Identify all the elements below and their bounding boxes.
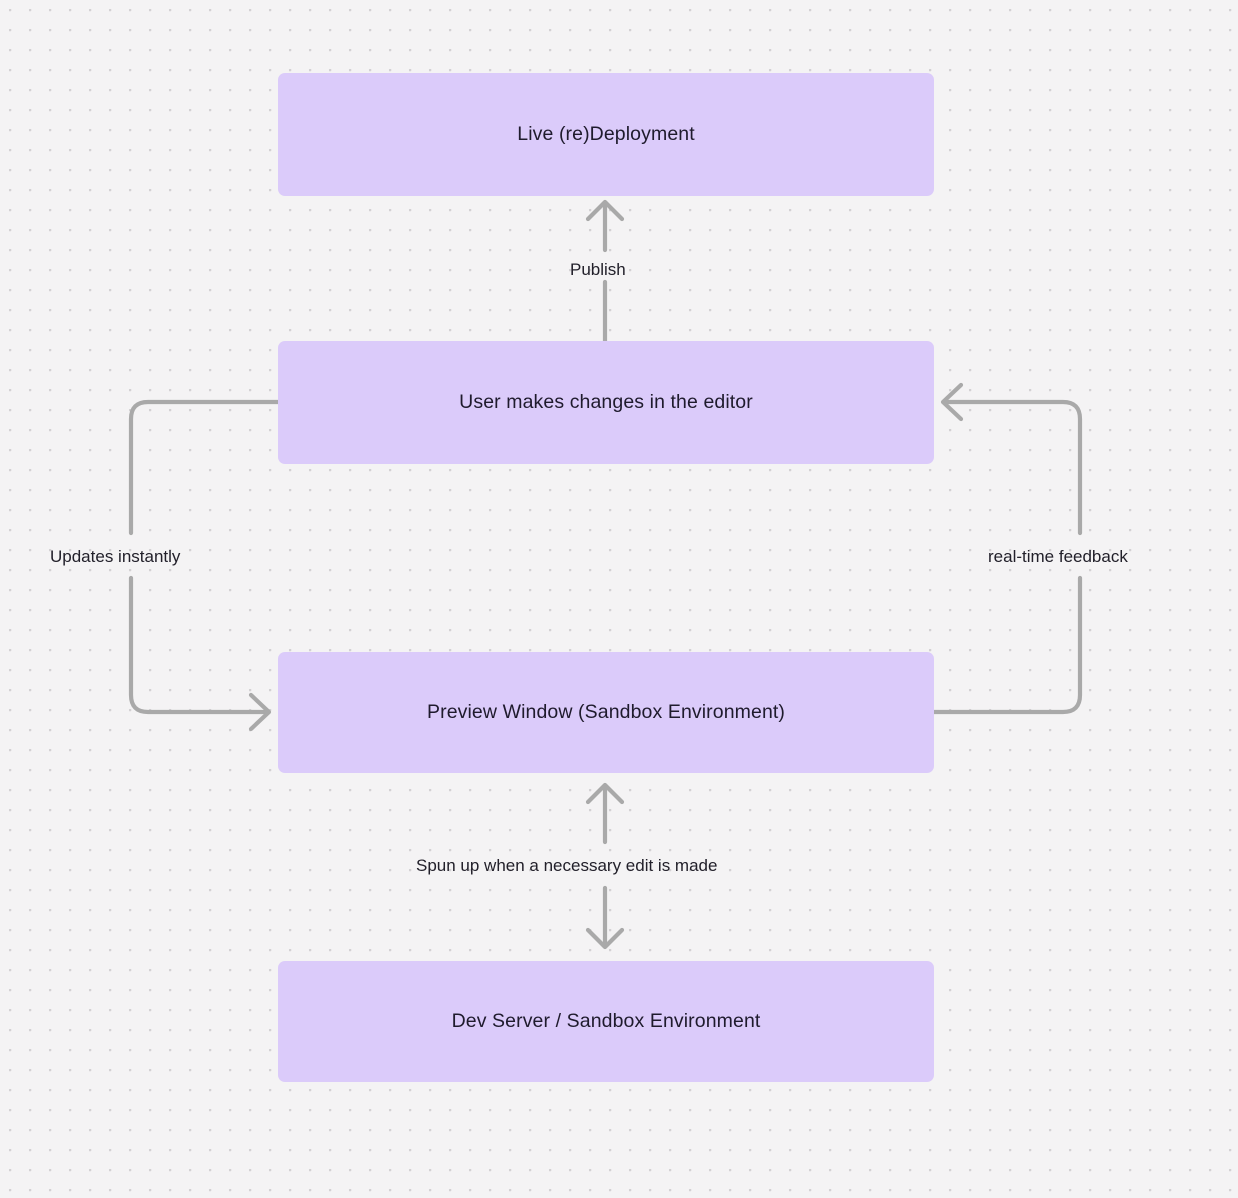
edge-label-publish: Publish [570,260,626,279]
node-user-makes-changes[interactable]: User makes changes in the editor [278,341,934,464]
edge-label-spun-up: Spun up when a necessary edit is made [416,856,718,875]
node-label: Live (re)Deployment [517,122,695,145]
node-live-deployment[interactable]: Live (re)Deployment [278,73,934,196]
edge-label-updates-instantly: Updates instantly [50,547,181,566]
node-preview-window[interactable]: Preview Window (Sandbox Environment) [278,652,934,773]
node-label: Preview Window (Sandbox Environment) [427,700,785,723]
edge-label-realtime-feedback: real-time feedback [988,547,1128,566]
node-label: Dev Server / Sandbox Environment [451,1009,761,1032]
node-label: User makes changes in the editor [459,390,753,413]
node-dev-server[interactable]: Dev Server / Sandbox Environment [278,961,934,1082]
